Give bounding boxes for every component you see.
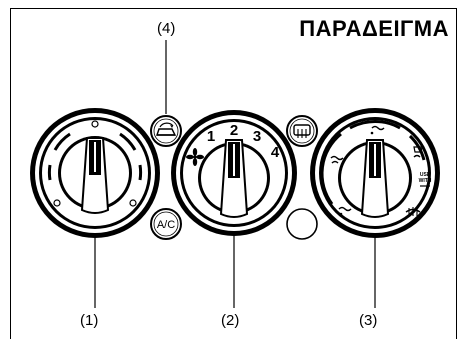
page-title: ΠΑΡΑΔΕΙΓΜΑ bbox=[299, 16, 449, 41]
ac-button-label: A/C bbox=[157, 219, 175, 231]
rear-defrost-button[interactable] bbox=[286, 115, 318, 147]
recirculation-car-icon bbox=[156, 122, 177, 136]
ac-button[interactable]: A/C bbox=[150, 208, 182, 240]
air-mode-knob[interactable]: USE WITH bbox=[310, 108, 440, 238]
use-label: USE bbox=[420, 172, 431, 178]
windshield-defrost-icon bbox=[405, 207, 421, 216]
with-label: WITH bbox=[419, 178, 432, 184]
callout-1: (1) bbox=[80, 312, 99, 329]
callout-2: (2) bbox=[221, 312, 240, 329]
fan-speed-3: 3 bbox=[253, 128, 261, 145]
diagram-frame bbox=[10, 8, 457, 339]
fan-speed-1: 1 bbox=[207, 128, 215, 145]
use-with-ac-label: USE WITH bbox=[419, 172, 432, 187]
callout-4: (4) bbox=[157, 20, 176, 37]
fan-speed-2: 2 bbox=[230, 122, 238, 139]
blank-button[interactable] bbox=[286, 208, 318, 240]
fan-speed-knob[interactable]: 1 2 3 4 bbox=[171, 110, 297, 236]
recirculation-button[interactable] bbox=[150, 115, 182, 147]
position-dot-right bbox=[129, 199, 137, 207]
fan-speed-4: 4 bbox=[271, 144, 280, 161]
floor-vent-icon bbox=[338, 206, 352, 216]
callout-3: (3) bbox=[359, 312, 378, 329]
temperature-knob[interactable] bbox=[30, 108, 160, 238]
fan-icon bbox=[186, 148, 204, 166]
bilevel-vent-icon bbox=[330, 155, 344, 164]
position-dot-left bbox=[53, 199, 61, 207]
face-vent-icon bbox=[370, 125, 385, 135]
rear-defrost-icon bbox=[293, 124, 311, 138]
floor-defrost-icon bbox=[413, 146, 423, 158]
position-dot-top bbox=[91, 120, 99, 128]
